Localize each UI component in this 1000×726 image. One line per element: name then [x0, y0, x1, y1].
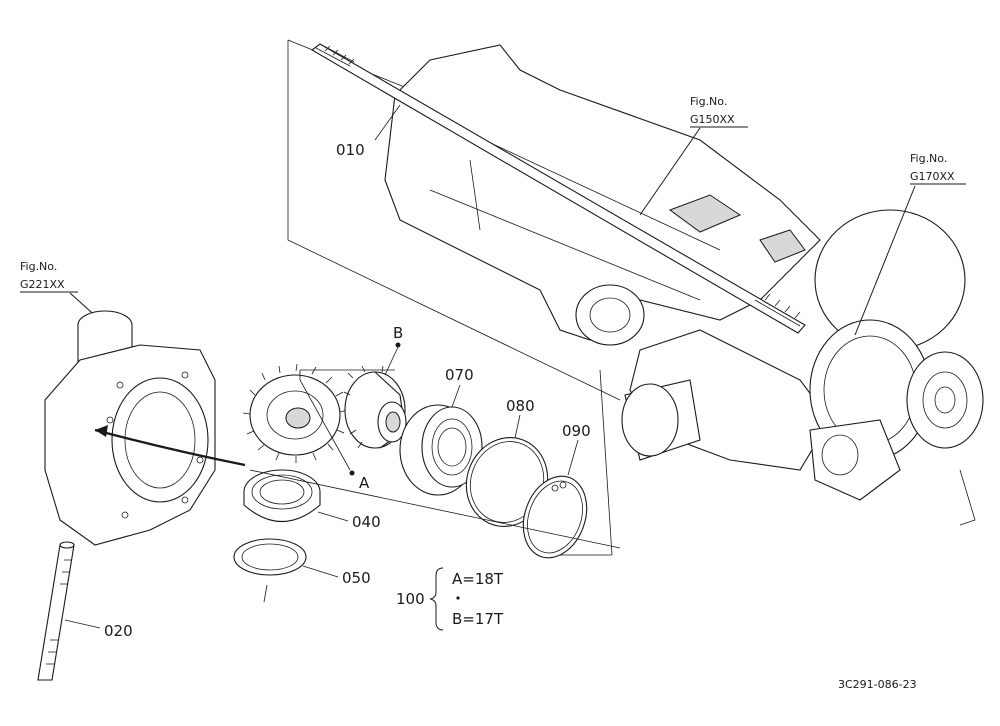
shaft-010	[311, 43, 806, 334]
callout-040: 040	[317, 511, 381, 531]
figure-ref-g150-code: G150XX	[690, 113, 735, 126]
figure-ref-g170-code: G170XX	[910, 170, 955, 183]
drawing-code: 3C291-086-23	[838, 678, 917, 691]
figure-ref-g150: Fig.No. G150XX	[639, 95, 748, 216]
part-number-100: 100	[396, 590, 425, 608]
gear-marker-a: A	[359, 474, 370, 492]
bevel-gear-a	[242, 363, 348, 463]
assembly-axis	[249, 369, 621, 556]
gear-marker-b: B	[393, 324, 403, 342]
shim-050	[233, 538, 307, 603]
bearing-040	[243, 469, 321, 523]
figure-ref-g170-prefix: Fig.No.	[910, 152, 947, 165]
callout-020: 020	[64, 619, 133, 640]
callout-010: 010	[336, 104, 401, 159]
axle-housing	[287, 39, 984, 526]
figure-ref-g221-prefix: Fig.No.	[20, 260, 57, 273]
part-number-080: 080	[506, 397, 535, 415]
part-number-050: 050	[342, 569, 371, 587]
shaft-020	[37, 541, 75, 681]
figure-ref-g170: Fig.No. G170XX	[854, 152, 966, 336]
figure-ref-g221-code: G221XX	[20, 278, 65, 291]
gear-a-teeth: A=18T	[452, 570, 504, 588]
callout-080: 080	[506, 397, 535, 439]
left-gear-case	[44, 310, 246, 546]
callout-090: 090	[562, 422, 591, 476]
bevel-gear-b	[343, 365, 407, 449]
figure-ref-g221: Fig.No. G221XX	[20, 260, 101, 321]
callout-070: 070	[445, 366, 474, 408]
callout-050: 050	[302, 565, 371, 587]
part-number-070: 070	[445, 366, 474, 384]
gear-marker-leaders	[299, 342, 401, 476]
gear-b-teeth: B=17T	[452, 610, 504, 628]
bearing-070	[399, 404, 483, 496]
gear-set-100: 100 A=18T B=17T	[396, 567, 504, 631]
figure-ref-g150-prefix: Fig.No.	[690, 95, 727, 108]
part-number-090: 090	[562, 422, 591, 440]
part-number-010: 010	[336, 141, 365, 159]
part-number-020: 020	[104, 622, 133, 640]
part-number-040: 040	[352, 513, 381, 531]
